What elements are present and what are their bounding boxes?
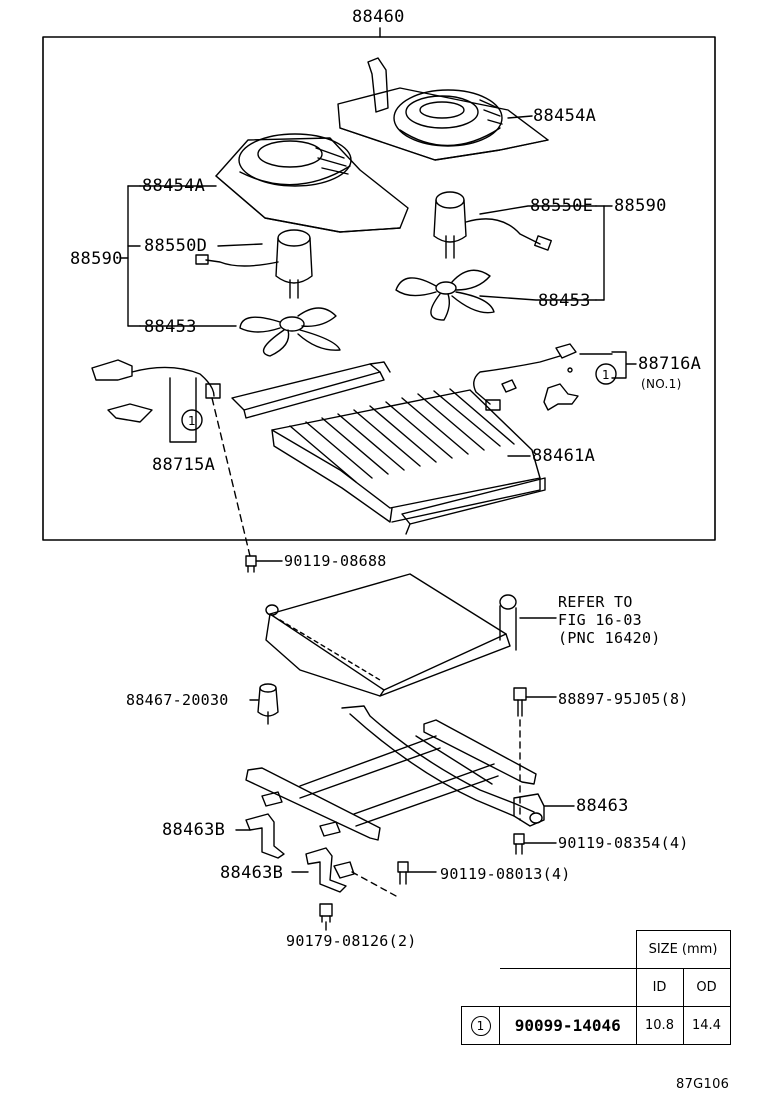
label-fan-right: 88453 (538, 291, 591, 311)
size-table-col-od: OD (682, 968, 731, 1007)
blower-motor-right (433, 191, 552, 259)
label-screw-top: 90119-08688 (284, 552, 387, 570)
bolt-bottom-mid (397, 861, 409, 885)
label-motor-left: 88550D (144, 236, 208, 256)
label-case-a-left: 88454A (142, 176, 206, 196)
bolt-bottom-right (513, 833, 525, 855)
label-assembly: 88460 (352, 7, 405, 27)
callout-marker-right: 1 (602, 368, 610, 382)
label-motor-right: 88550E (530, 196, 594, 216)
fan-right (395, 269, 495, 321)
label-harness-right: 88716A (638, 354, 702, 374)
table-row: 1 90099-14046 10.8 14.4 (461, 1006, 731, 1045)
label-bolt-right: 88897-95J05(8) (558, 690, 689, 708)
assembly-frame (42, 36, 716, 541)
label-refer-3: (PNC 16420) (558, 629, 661, 647)
label-nut-bottom: 90179-08126(2) (286, 932, 417, 950)
bracket-b-1 (245, 813, 285, 859)
label-group-right: 88590 (614, 196, 667, 216)
valve (257, 683, 279, 725)
size-table-marker-cell: 1 (461, 1006, 500, 1045)
evaporator-core (271, 388, 546, 535)
callout-circle-left (181, 409, 203, 431)
size-table-marker: 1 (470, 1016, 491, 1036)
label-fan-left: 88453 (144, 317, 197, 337)
label-bolt-bottom-mid: 90119-08013(4) (440, 865, 571, 883)
size-table-part: 90099-14046 (499, 1006, 637, 1045)
label-bracket-b2: 88463B (220, 863, 284, 883)
bolt-right (513, 687, 527, 717)
blower-motor-left (195, 229, 313, 299)
support-frame (245, 719, 537, 841)
size-table-col-id: ID (635, 968, 684, 1007)
label-harness-right-note: (NO.1) (641, 377, 682, 391)
fan-left (239, 307, 341, 357)
label-bracket-b1: 88463B (162, 820, 226, 840)
size-table-od: 14.4 (682, 1006, 731, 1045)
bracket-main (513, 793, 545, 827)
label-group-left: 88590 (70, 249, 123, 269)
nut-bottom (319, 903, 333, 923)
size-table: SIZE (mm) ID OD 1 90099-14046 10.8 14.4 (461, 930, 731, 1045)
heater-core (265, 573, 517, 697)
label-valve: 88467-20030 (126, 691, 229, 709)
harness-right (473, 343, 579, 411)
blower-case-right (337, 57, 549, 161)
callout-marker-left: 1 (188, 414, 196, 428)
blower-case-left (215, 133, 409, 233)
size-table-id: 10.8 (635, 1006, 684, 1045)
figure-code: 87G106 (676, 1077, 730, 1092)
label-refer-1: REFER TO (558, 593, 633, 611)
label-bolt-bottom-right: 90119-08354(4) (558, 834, 689, 852)
duct (341, 705, 535, 813)
size-table-header: SIZE (mm) (635, 930, 731, 969)
label-evaporator: 88461A (532, 446, 596, 466)
label-harness-left: 88715A (152, 455, 216, 475)
rail-top (231, 361, 391, 419)
harness-left (91, 359, 221, 443)
label-bracket-main: 88463 (576, 796, 629, 816)
label-refer-2: FIG 16-03 (558, 611, 642, 629)
callout-circle-right (595, 363, 617, 385)
bracket-b-2 (305, 847, 355, 893)
label-case-a-top: 88454A (533, 106, 597, 126)
screw-top (245, 555, 257, 573)
